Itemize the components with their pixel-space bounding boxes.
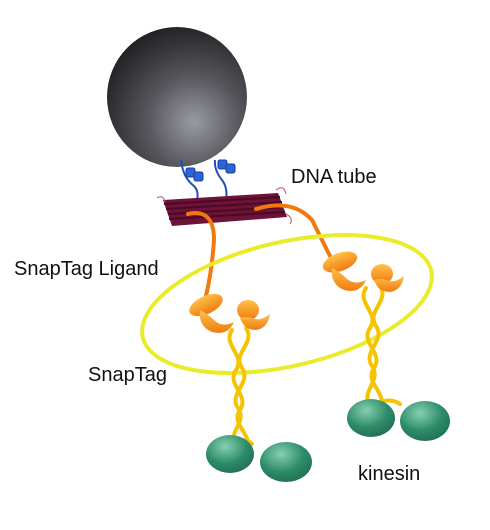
- linker-knot-right: [217, 159, 236, 174]
- label-dna-tube: DNA tube: [291, 166, 377, 188]
- snaptag-left: [189, 293, 270, 333]
- ligand-linkers: [186, 203, 332, 298]
- kinesin-head: [400, 401, 450, 441]
- kinesin-head: [347, 399, 395, 437]
- label-kinesin: kinesin: [358, 463, 421, 485]
- label-snaptag: SnapTag: [88, 364, 167, 386]
- kinesin-head: [260, 442, 312, 482]
- kinesin-right: [347, 399, 450, 441]
- coiled-coil-left: [227, 326, 251, 450]
- bead: [107, 27, 247, 167]
- snaptag-right: [322, 251, 404, 292]
- dna-linkers: [180, 159, 228, 205]
- linker-knot-left: [185, 167, 204, 182]
- kinesin-head: [206, 435, 254, 473]
- label-snaptag-ligand: SnapTag Ligand: [14, 258, 159, 280]
- highlight-ellipse: [140, 233, 434, 375]
- kinesin-left: [206, 435, 312, 482]
- coiled-coil-right: [361, 284, 385, 410]
